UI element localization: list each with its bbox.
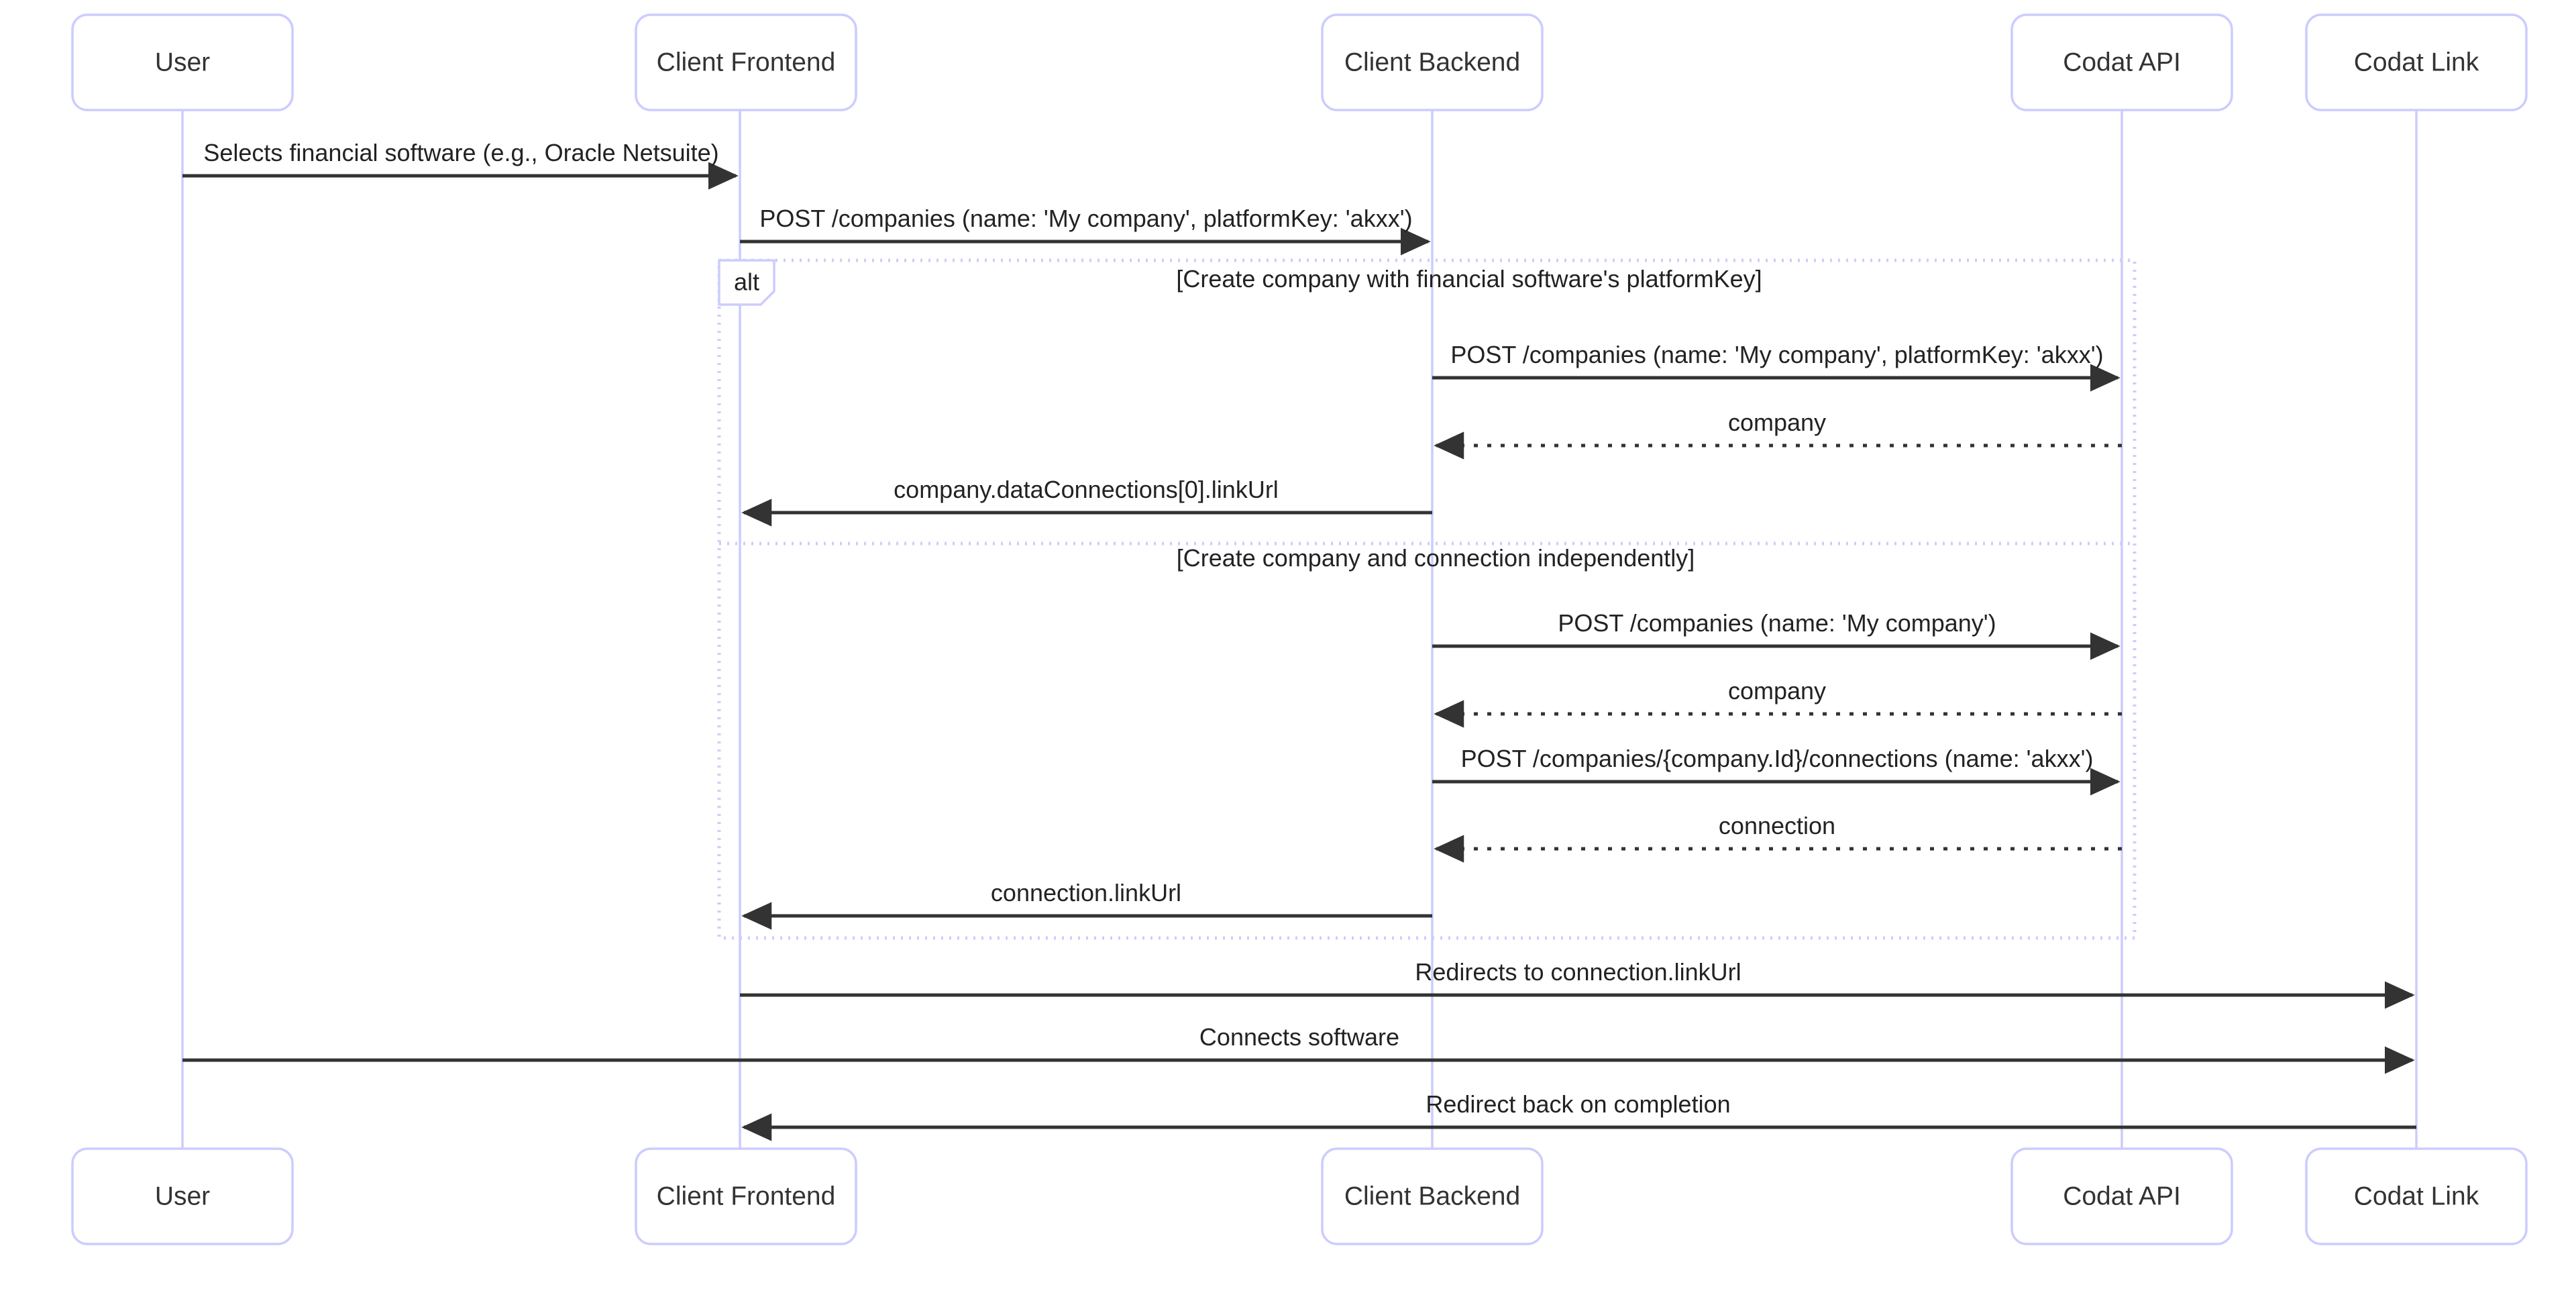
- message-m2: POST /companies (name: 'My company', pla…: [740, 205, 1431, 256]
- messages-group: Selects financial software (e.g., Oracle…: [182, 139, 2416, 1141]
- message-m11: Redirects to connection.linkUrl: [740, 958, 2415, 1009]
- alt-block-group: [Create company with financial software'…: [717, 258, 2137, 940]
- actor-label-client-backend: Client Backend: [1344, 1182, 1520, 1210]
- alt-condition-label-0: [Create company with financial software'…: [1176, 265, 1762, 293]
- message-label-m4: company: [1728, 409, 1826, 436]
- actor-box-codat-api[interactable]: [2010, 1147, 2233, 1245]
- actor-box-client-frontend[interactable]: [635, 1147, 857, 1245]
- alt-tag-label: alt: [734, 268, 759, 296]
- actor-user-bottom[interactable]: User: [71, 1147, 294, 1245]
- actor-label-client-frontend: Client Frontend: [657, 1182, 836, 1210]
- message-label-m5: company.dataConnections[0].linkUrl: [894, 476, 1279, 503]
- message-label-m2: POST /companies (name: 'My company', pla…: [759, 205, 1412, 232]
- actor-client-backend-top[interactable]: Client Backend: [1321, 13, 1544, 111]
- actor-client-backend-bottom[interactable]: Client Backend: [1321, 1147, 1544, 1245]
- message-m13: Redirect back on completion: [741, 1090, 2416, 1141]
- alt-condition-label-1: [Create company and connection independe…: [1177, 544, 1695, 572]
- message-label-m12: Connects software: [1199, 1023, 1399, 1051]
- actor-client-frontend-bottom[interactable]: Client Frontend: [635, 1147, 857, 1245]
- message-m4: company: [1434, 409, 2122, 460]
- message-label-m11: Redirects to connection.linkUrl: [1415, 958, 1741, 986]
- actor-codat-api-bottom[interactable]: Codat API: [2010, 1147, 2233, 1245]
- message-m8: POST /companies/{company.Id}/connections…: [1432, 745, 2121, 796]
- actor-label-user: User: [155, 48, 210, 76]
- message-m10: connection.linkUrl: [741, 879, 1432, 930]
- actor-codat-link-bottom[interactable]: Codat Link: [2305, 1147, 2528, 1245]
- actor-box-codat-link[interactable]: [2305, 13, 2528, 111]
- message-m9: connection: [1434, 812, 2122, 863]
- message-label-m9: connection: [1719, 812, 1835, 839]
- message-m6: POST /companies (name: 'My company'): [1432, 609, 2121, 660]
- message-label-m3: POST /companies (name: 'My company', pla…: [1450, 341, 2103, 368]
- message-label-m10: connection.linkUrl: [991, 879, 1181, 906]
- actor-label-codat-api: Codat API: [2063, 48, 2181, 76]
- message-m5: company.dataConnections[0].linkUrl: [741, 476, 1432, 527]
- actor-user-top[interactable]: User: [71, 13, 294, 111]
- actor-label-codat-link: Codat Link: [2354, 1182, 2479, 1210]
- actor-label-client-frontend: Client Frontend: [657, 48, 836, 76]
- actor-box-codat-link[interactable]: [2305, 1147, 2528, 1245]
- actor-box-user[interactable]: [71, 1147, 294, 1245]
- message-label-m13: Redirect back on completion: [1426, 1090, 1730, 1118]
- actor-label-user: User: [155, 1182, 210, 1210]
- message-m1: Selects financial software (e.g., Oracle…: [182, 139, 739, 190]
- message-label-m6: POST /companies (name: 'My company'): [1558, 609, 1996, 637]
- message-label-m7: company: [1728, 677, 1826, 705]
- message-m12: Connects software: [182, 1023, 2415, 1074]
- message-m3: POST /companies (name: 'My company', pla…: [1432, 341, 2121, 392]
- actor-box-user[interactable]: [71, 13, 294, 111]
- actor-box-client-backend[interactable]: [1321, 1147, 1544, 1245]
- actor-label-client-backend: Client Backend: [1344, 48, 1520, 76]
- actor-client-frontend-top[interactable]: Client Frontend: [635, 13, 857, 111]
- actor-box-client-frontend[interactable]: [635, 13, 857, 111]
- message-label-m1: Selects financial software (e.g., Oracle…: [203, 139, 718, 166]
- message-m7: company: [1434, 677, 2122, 728]
- actor-codat-api-top[interactable]: Codat API: [2010, 13, 2233, 111]
- actor-box-codat-api[interactable]: [2010, 13, 2233, 111]
- alt-tag-box: [718, 259, 775, 306]
- actor-box-client-backend[interactable]: [1321, 13, 1544, 111]
- message-label-m8: POST /companies/{company.Id}/connections…: [1461, 745, 2094, 772]
- actor-codat-link-top[interactable]: Codat Link: [2305, 13, 2528, 111]
- actor-label-codat-link: Codat Link: [2354, 48, 2479, 76]
- actor-label-codat-api: Codat API: [2063, 1182, 2181, 1210]
